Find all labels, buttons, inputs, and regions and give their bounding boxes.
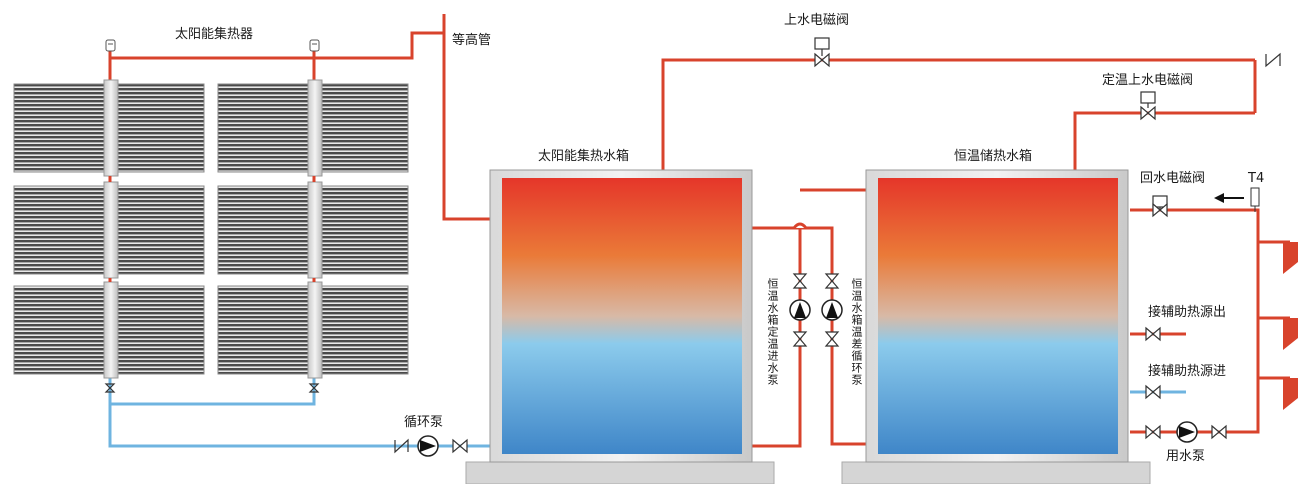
return-solenoid-valve-icon xyxy=(1152,195,1168,218)
aux-in-label: 接辅助热源进 xyxy=(1148,363,1226,379)
shower-head-icon xyxy=(1283,242,1298,410)
solar-collector-array xyxy=(13,39,409,393)
air-vent-icon xyxy=(105,39,320,52)
check-valve-icon xyxy=(394,52,1281,454)
diff-temp-pump-label: 恒温水箱温差循环泵 xyxy=(850,278,863,386)
const-temp-pump-label: 恒温水箱定温进水泵 xyxy=(766,278,779,386)
thermo-inlet-valve-label: 定温上水电磁阀 xyxy=(1102,73,1193,88)
circulation-pump-icon xyxy=(417,435,439,457)
const-temp-pump-icon xyxy=(789,299,811,321)
use-pump-label: 用水泵 xyxy=(1166,449,1205,464)
collector-label: 太阳能集热器 xyxy=(175,26,253,42)
storage-tank-label: 恒温储热水箱 xyxy=(954,148,1032,164)
pipe-crossover xyxy=(792,222,808,229)
flow-arrow-icon xyxy=(1214,193,1244,203)
circ-pump-label: 循环泵 xyxy=(404,415,443,430)
diff-temp-pump-icon xyxy=(821,299,843,321)
aux-out-label: 接辅助热源出 xyxy=(1148,304,1226,320)
collector-manifold xyxy=(103,79,323,379)
gate-valve-icon xyxy=(452,273,1227,454)
equal-height-pipe-label: 等高管 xyxy=(452,32,491,48)
inlet-valve-label: 上水电磁阀 xyxy=(784,13,849,28)
solar-tank-label: 太阳能集热水箱 xyxy=(538,148,629,164)
storage-tank xyxy=(841,169,1151,484)
t4-label: T4 xyxy=(1247,171,1264,186)
return-valve-label: 回水电磁阀 xyxy=(1140,171,1205,186)
thermo-inlet-solenoid-valve-icon xyxy=(1140,91,1156,121)
use-water-pump-icon xyxy=(1176,421,1198,443)
t4-sensor-icon xyxy=(1250,187,1260,212)
solar-tank xyxy=(465,169,775,484)
drain-valve-icon xyxy=(104,383,320,393)
inlet-solenoid-valve-icon xyxy=(814,37,830,68)
collector-panel xyxy=(13,83,409,375)
